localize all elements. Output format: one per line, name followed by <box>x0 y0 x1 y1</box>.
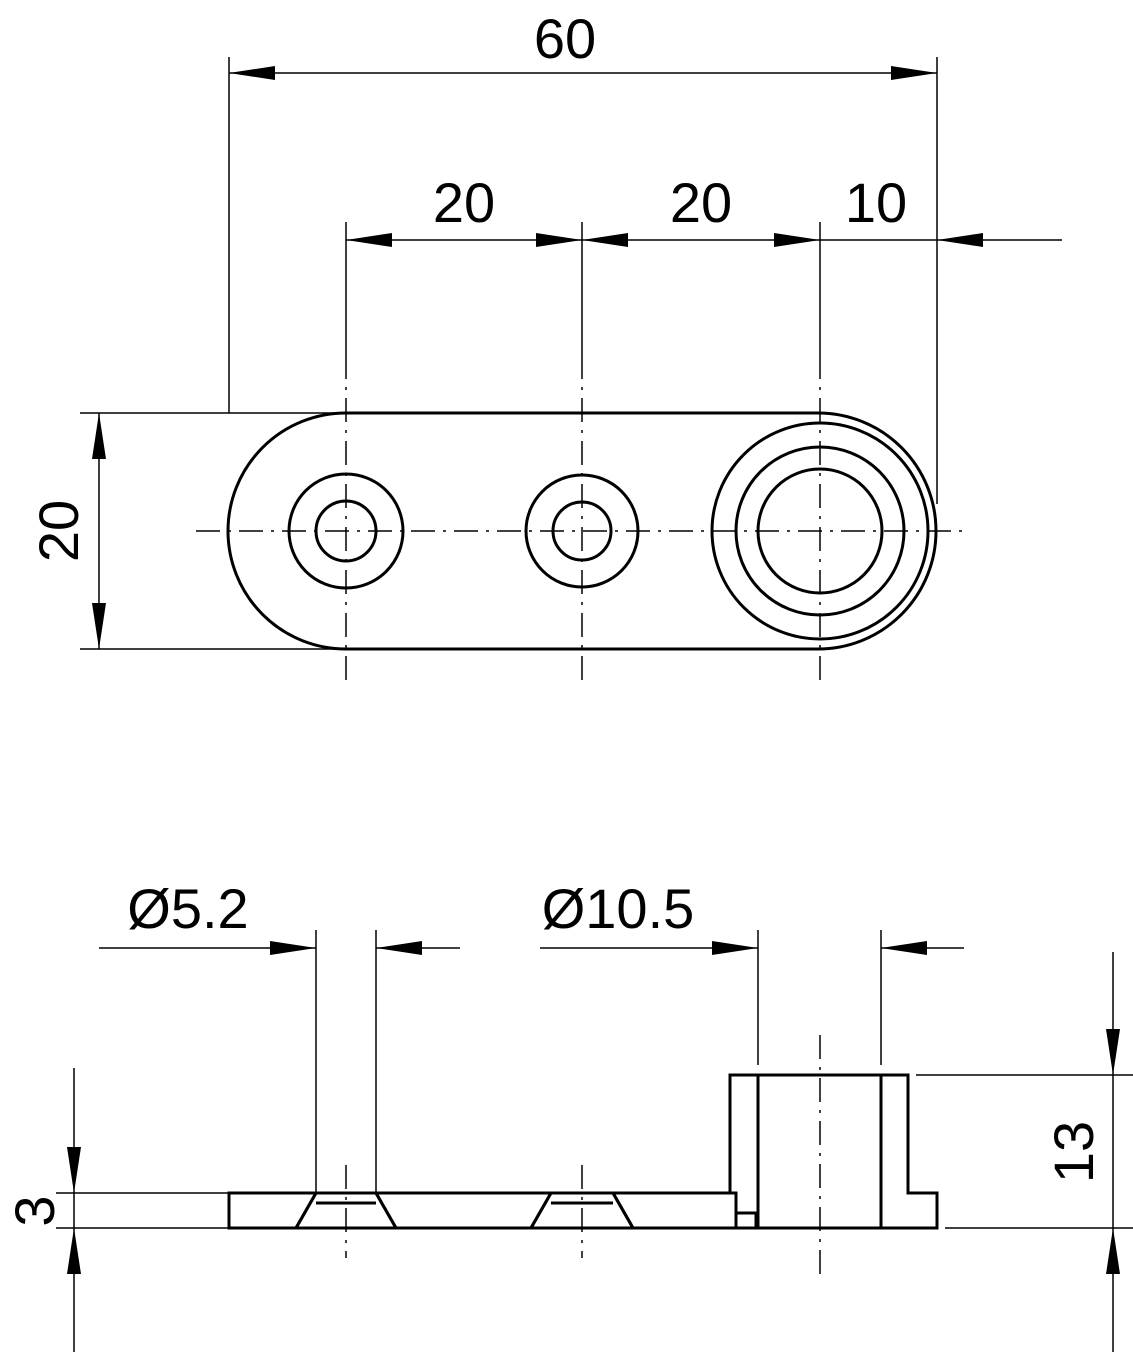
plate-section-left <box>227 1191 319 1230</box>
dimension-height-13: 13 <box>1042 1121 1105 1183</box>
plate-section-middle <box>373 1191 554 1230</box>
top-view-dimensions: 60 20 20 10 20 <box>27 7 1062 650</box>
countersink-left <box>294 1192 398 1229</box>
top-view <box>196 355 968 682</box>
bushing-wall-right <box>879 1073 939 1230</box>
side-view <box>227 1035 939 1275</box>
dimension-60: 60 <box>534 7 596 70</box>
dimension-thickness-3: 3 <box>3 1195 66 1226</box>
plate-outline <box>226 411 938 651</box>
dimension-20-second: 20 <box>670 171 732 234</box>
countersink-middle <box>529 1192 635 1229</box>
dimension-10: 10 <box>845 171 907 234</box>
dimension-diameter-5-2: Ø5.2 <box>127 877 248 940</box>
dimension-20-first: 20 <box>433 171 495 234</box>
dimension-diameter-10-5: Ø10.5 <box>542 877 695 940</box>
dimension-width-20: 20 <box>27 500 90 562</box>
side-view-dimensions: Ø5.2 Ø10.5 13 3 <box>3 877 1133 1352</box>
bushing-wall-left <box>728 1073 760 1230</box>
